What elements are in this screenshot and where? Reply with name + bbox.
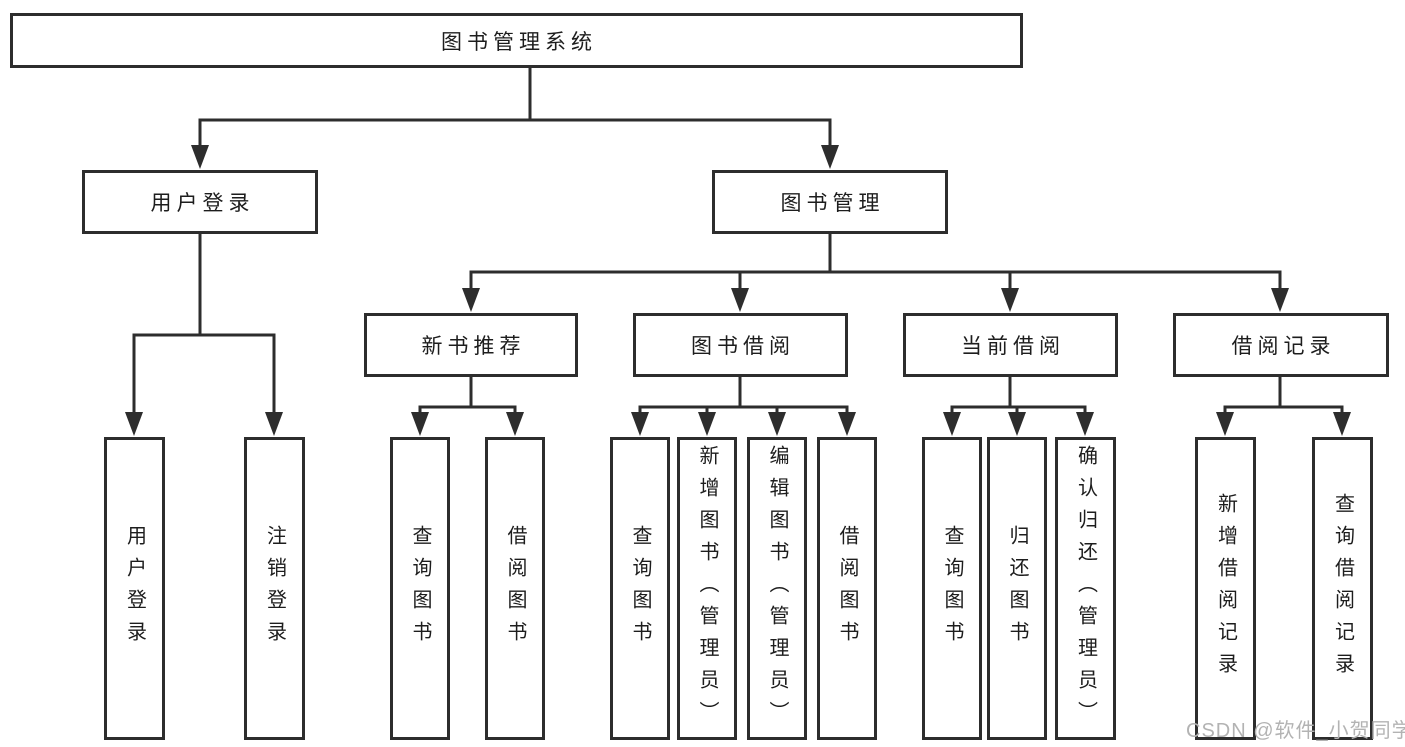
leaf-logout-label: 注销登录 [263,524,286,653]
leaf-edit-books-admin-label: 编辑图书（管理员） [766,444,788,733]
node-new-book-recommend-label: 新书推荐 [421,335,526,358]
leaf-borrow-books-label: 借阅图书 [836,524,858,653]
arrowhead [1333,412,1351,436]
leaf-add-borrow-record-label: 新增借阅记录 [1214,492,1237,685]
leaf-query-books-borrowing: 查询图书 [610,437,670,740]
leaf-query-borrow-record: 查询借阅记录 [1312,437,1373,740]
leaf-add-borrow-record: 新增借阅记录 [1195,437,1256,740]
node-borrowing-records: 借阅记录 [1173,313,1389,377]
arrowhead [821,145,839,169]
node-book-management-label: 图书管理 [780,192,885,215]
edge-group-book-borrowing [638,377,849,419]
node-user-login: 用户登录 [82,170,318,234]
edge-group-new-book-recommend [418,377,517,419]
leaf-borrow-books-recommend: 借阅图书 [485,437,545,740]
leaf-borrow-books-recommend-label: 借阅图书 [504,524,526,653]
node-current-borrowing: 当前借阅 [903,313,1118,377]
leaf-confirm-return-admin: 确认归还（管理员） [1055,437,1116,740]
watermark: CSDN @软件_小贺同学 [1186,720,1405,742]
arrowhead [1271,288,1289,312]
arrowhead [838,412,856,436]
node-root-label: 图书管理系统 [441,30,597,54]
node-book-borrowing: 图书借阅 [633,313,848,377]
leaf-edit-books-admin: 编辑图书（管理员） [747,437,807,740]
arrowhead [411,412,429,436]
edge-group-current-borrowing [950,377,1087,419]
node-book-management: 图书管理 [712,170,948,234]
node-root: 图书管理系统 [10,13,1023,68]
arrowhead [1216,412,1234,436]
leaf-borrow-books: 借阅图书 [817,437,877,740]
arrowhead [1001,288,1019,312]
leaf-query-books-borrowing-label: 查询图书 [629,524,651,653]
node-new-book-recommend: 新书推荐 [364,313,578,377]
leaf-query-books-current-label: 查询图书 [941,524,963,653]
edge-group-borrowing-records [1223,377,1344,419]
edge-group-root [198,68,832,148]
leaf-user-login: 用户登录 [104,437,165,740]
arrowhead [731,288,749,312]
arrowhead [191,145,209,169]
leaf-return-books-label: 归还图书 [1006,524,1028,653]
node-user-login-label: 用户登录 [150,192,255,215]
edge-group-user-login [132,234,276,416]
leaf-return-books: 归还图书 [987,437,1047,740]
leaf-query-borrow-record-label: 查询借阅记录 [1331,492,1354,685]
node-current-borrowing-label: 当前借阅 [961,335,1065,358]
leaf-add-books-admin: 新增图书（管理员） [677,437,737,740]
arrowhead [462,288,480,312]
leaf-query-books-recommend-label: 查询图书 [409,524,431,653]
node-book-borrowing-label: 图书借阅 [691,335,795,358]
arrowhead [943,412,961,436]
leaf-add-books-admin-label: 新增图书（管理员） [696,444,718,733]
arrowhead [768,412,786,436]
node-borrowing-records-label: 借阅记录 [1231,335,1336,358]
leaf-confirm-return-admin-label: 确认归还（管理员） [1074,444,1097,733]
arrowhead [1008,412,1026,436]
arrowhead [631,412,649,436]
arrowhead [1076,412,1094,436]
leaf-query-books-current: 查询图书 [922,437,982,740]
leaf-logout: 注销登录 [244,437,305,740]
edge-group-book-management [469,234,1282,292]
leaf-user-login-label: 用户登录 [123,524,146,653]
leaf-query-books-recommend: 查询图书 [390,437,450,740]
arrowhead [506,412,524,436]
arrowhead [698,412,716,436]
arrowhead [125,412,143,436]
arrowhead [265,412,283,436]
